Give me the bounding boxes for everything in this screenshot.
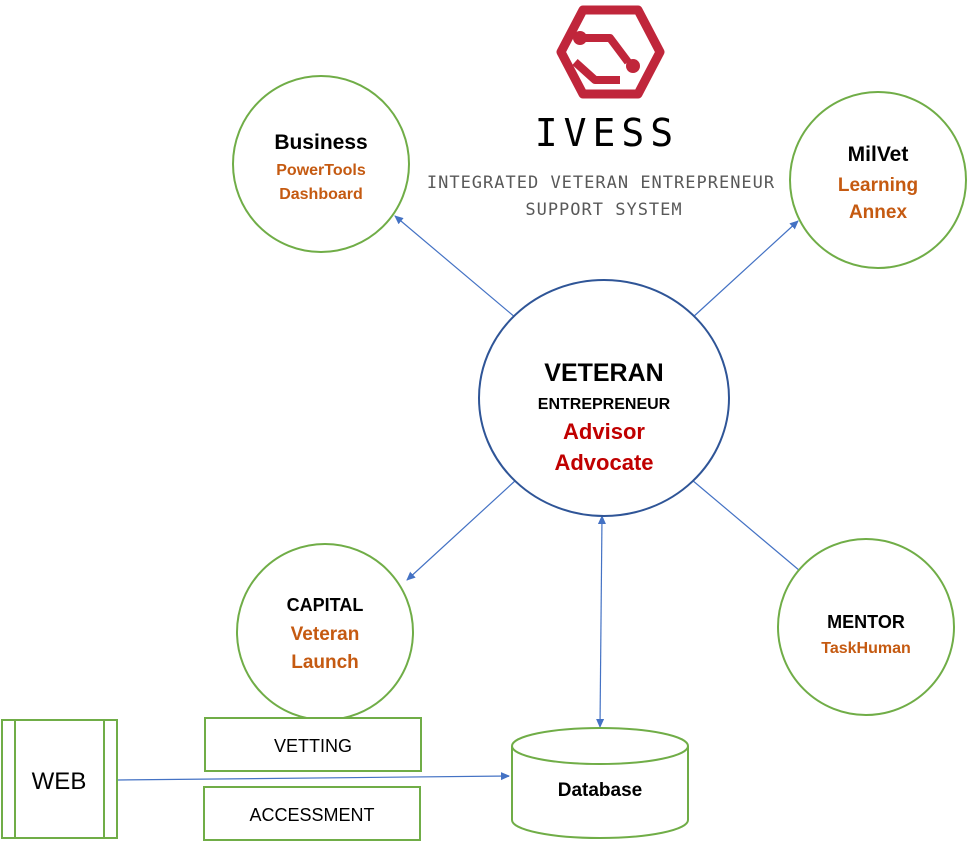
center-subtitle: ENTREPRENEUR [538, 396, 671, 413]
business-line2: PowerTools [276, 162, 366, 179]
logo-tagline-line2: SUPPORT SYSTEM [525, 200, 682, 220]
milvet-line3: Annex [849, 202, 908, 223]
mentor-line2: TaskHuman [821, 640, 911, 657]
center-line3: Advisor [563, 419, 645, 444]
node-business: Business PowerTools Dashboard [232, 75, 410, 253]
web-box: WEB [1, 719, 118, 839]
ivess-logo: IVESS INTEGRATED VETERAN ENTREPRENEUR SU… [427, 5, 775, 220]
hexagon-link-icon [556, 5, 665, 99]
arrow-center-database [596, 515, 606, 728]
arrow-web-database [117, 772, 510, 781]
business-title: Business [274, 131, 367, 154]
capital-title: CAPITAL [287, 595, 364, 615]
arrow-to-milvet [691, 220, 799, 319]
logo-tagline-line1: INTEGRATED VETERAN ENTREPRENEUR [427, 173, 775, 193]
logo-name: IVESS [535, 111, 679, 155]
center-line4: Advocate [554, 450, 653, 475]
milvet-title: MilVet [848, 143, 909, 166]
arrow-to-mentor [691, 479, 807, 577]
vetting-box: VETTING [204, 717, 422, 772]
node-veteran-entrepreneur: VETERAN ENTREPRENEUR Advisor Advocate [478, 279, 730, 517]
capital-line3: Launch [291, 652, 359, 673]
business-line3: Dashboard [279, 186, 363, 203]
milvet-line2: Learning [838, 175, 918, 196]
node-milvet: MilVet Learning Annex [789, 91, 967, 269]
connectors [117, 215, 807, 781]
database-label: Database [558, 780, 643, 801]
mentor-title: MENTOR [827, 612, 905, 632]
database-cylinder: Database [511, 727, 689, 839]
arrow-to-business [394, 215, 517, 319]
capital-line2: Veteran [291, 624, 360, 645]
web-label: WEB [32, 768, 87, 795]
node-mentor: MENTOR TaskHuman [777, 538, 955, 716]
arrow-to-capital [406, 479, 517, 581]
center-title: VETERAN [544, 359, 663, 387]
vetting-label: VETTING [274, 736, 352, 756]
accessment-box: ACCESSMENT [203, 786, 421, 841]
node-capital: CAPITAL Veteran Launch [236, 543, 414, 721]
accessment-label: ACCESSMENT [249, 805, 374, 825]
